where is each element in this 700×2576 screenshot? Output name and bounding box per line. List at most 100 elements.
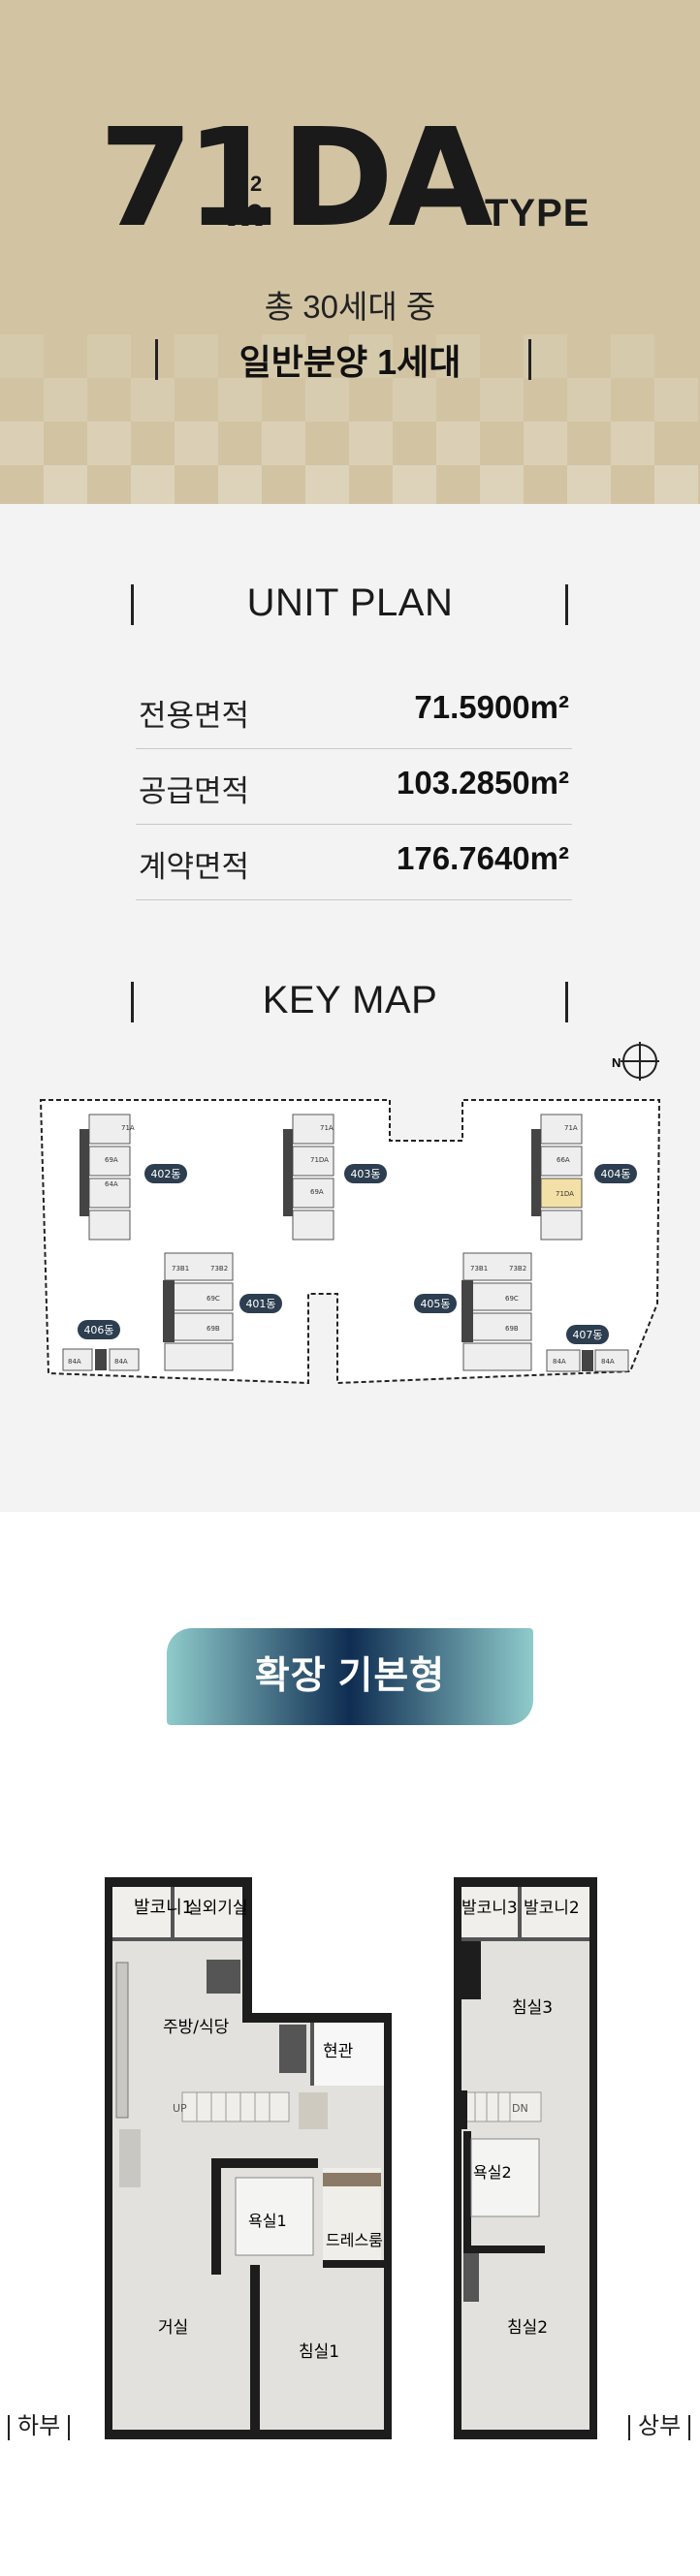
type-area-unit-superscript: 2	[250, 172, 263, 196]
checker-tile	[611, 422, 654, 465]
room-label: 실외기실	[187, 1899, 248, 1918]
checker-tile	[175, 334, 218, 378]
key-map-site-plan: N	[39, 1042, 661, 1385]
divider-bar	[628, 2414, 630, 2440]
building-badge-401: 401동	[245, 1298, 275, 1310]
unit-tag: 69A	[310, 1188, 324, 1196]
checker-tile	[480, 378, 524, 422]
stair-up-marker: UP	[173, 2102, 187, 2115]
checker-tile	[480, 465, 524, 504]
building-block	[461, 1252, 532, 1371]
compass-north-icon: N	[612, 1042, 659, 1081]
divider-bar	[528, 339, 531, 380]
checker-tile	[611, 334, 654, 378]
divider-bar	[565, 584, 568, 625]
floor-plan-variant-label: 확장 기본형	[254, 1655, 446, 1697]
floor-plan-variant-badge: 확장 기본형	[167, 1628, 533, 1725]
building-badge-403: 403동	[350, 1168, 380, 1180]
unit-tag: 71A	[320, 1124, 334, 1132]
divider-bar	[688, 2414, 691, 2440]
area-label: 계약면적	[139, 850, 250, 884]
checker-tile	[0, 334, 44, 378]
unit-tag: 69C	[505, 1295, 519, 1303]
stair-down-marker: DN	[512, 2102, 528, 2115]
room-label: 욕실1	[248, 2212, 287, 2230]
checker-tile	[349, 422, 393, 465]
checker-tile	[131, 465, 175, 504]
building-badge-404: 404동	[600, 1168, 630, 1180]
checker-tile	[262, 334, 305, 378]
unit-tag: 84A	[68, 1358, 81, 1366]
divider-bar	[565, 982, 568, 1022]
room-label: 발코니3	[461, 1899, 518, 1918]
total-units-text: 총 30세대 중	[264, 289, 436, 325]
room-label: 발코니2	[524, 1899, 580, 1918]
building-block	[546, 1349, 629, 1372]
compass-letter: N	[612, 1055, 620, 1070]
checker-tile	[44, 378, 87, 422]
checker-tile	[654, 378, 698, 422]
unit-tag: 73B1	[172, 1265, 189, 1272]
building-block	[283, 1114, 334, 1241]
unit-tag: 84A	[553, 1358, 566, 1366]
unit-tag: 73B2	[210, 1265, 228, 1272]
area-label: 전용면적	[139, 699, 250, 733]
checker-tile	[654, 465, 698, 504]
unit-tag: 64A	[105, 1180, 118, 1188]
area-value: 176.7640m²	[397, 840, 569, 876]
unit-tag: 69B	[207, 1325, 220, 1333]
lower-floor-label-text: 하부	[17, 2413, 61, 2439]
building-badge-402: 402동	[150, 1168, 180, 1180]
key-map-heading: KEY MAP	[262, 979, 438, 1021]
building-block	[80, 1114, 131, 1241]
checker-tile	[87, 422, 131, 465]
upper-floor-label: 상부	[620, 2406, 698, 2440]
room-label: 거실	[158, 2318, 188, 2338]
checker-tile	[262, 422, 305, 465]
unit-tag: 71A	[121, 1124, 135, 1132]
divider-bar	[8, 2414, 10, 2440]
area-row-supply: 공급면적 103.2850m²	[136, 749, 572, 825]
floor-plan-upper: 발코니3 발코니2 침실3 욕실2 침실2 DN	[454, 1877, 597, 2439]
checker-tile	[0, 422, 44, 465]
divider-bar	[131, 584, 134, 625]
unit-tag: 73B2	[509, 1265, 526, 1272]
checker-tile	[305, 465, 349, 504]
site-boundary	[39, 1099, 661, 1385]
checker-tile	[218, 378, 262, 422]
room-label: 침실1	[299, 2342, 339, 2362]
divider-bar	[131, 982, 134, 1022]
unit-tag: 69A	[105, 1156, 118, 1164]
building-block	[163, 1252, 234, 1371]
unit-tag: 69B	[505, 1325, 519, 1333]
room-label: 현관	[323, 2042, 353, 2061]
room-label: 발코니1	[134, 1898, 193, 1918]
checker-tile	[524, 422, 567, 465]
checker-tile	[175, 422, 218, 465]
checker-tile	[393, 465, 436, 504]
unit-plan-heading: UNIT PLAN	[246, 581, 454, 624]
unit-tag: 71A	[564, 1124, 578, 1132]
type-name: DA	[281, 100, 493, 258]
unit-tag: 66A	[557, 1156, 570, 1164]
building-badge-407: 407동	[572, 1329, 602, 1341]
divider-bar	[155, 339, 158, 380]
building-badge-405: 405동	[420, 1298, 450, 1310]
type-area-number: 71	[99, 100, 280, 258]
area-row-exclusive: 전용면적 71.5900m²	[136, 674, 572, 749]
lower-floor-label: 하부	[0, 2406, 78, 2440]
unit-tag: 73B1	[470, 1265, 488, 1272]
room-label: 욕실2	[473, 2163, 512, 2182]
type-suffix: TYPE	[485, 192, 590, 235]
checker-tile	[131, 378, 175, 422]
checker-tile	[87, 334, 131, 378]
floor-plan-lower: 발코니1 실외기실 주방/식당 현관 욕실1 드레스룸 거실 침실1 UP	[105, 1877, 392, 2439]
checker-tile	[436, 422, 480, 465]
divider-bar	[68, 2414, 71, 2440]
room-label: 침실3	[512, 1998, 553, 2018]
unit-tag: 84A	[601, 1358, 615, 1366]
general-sale-text: 일반분양 1세대	[239, 342, 461, 382]
building-badge-406: 406동	[83, 1324, 113, 1336]
checker-tile	[436, 334, 480, 378]
type-title: 71 m 2 DA TYPE	[0, 107, 700, 252]
